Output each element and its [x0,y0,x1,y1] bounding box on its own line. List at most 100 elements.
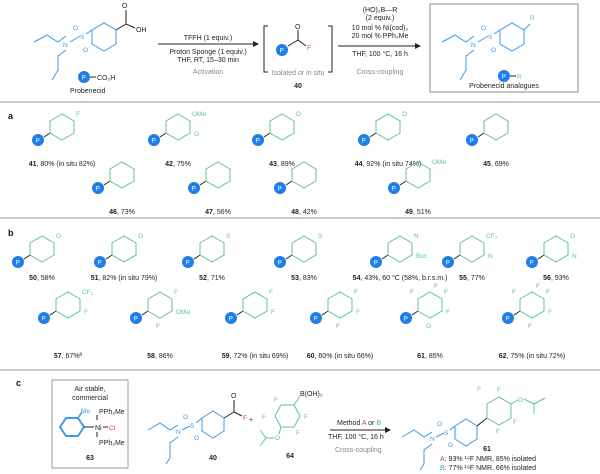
o-atom: O [122,3,128,10]
method-label: Method A or B [337,420,381,427]
o-atom: O [518,397,523,404]
compound-number-40-c: 40 [209,455,217,462]
aryl-ring [459,235,485,263]
compound-47: P47, 56% [188,161,231,216]
aryl-ring [111,235,137,263]
compound-number-63: 63 [86,455,94,462]
aryl-ring [29,235,55,263]
ligand-line: 20 mol % PPh₂Me [352,33,409,40]
p-badge-label: P [314,316,318,323]
r-group: R [517,74,522,81]
f-atom: F [513,419,517,426]
substituent-label: O [426,323,431,330]
substituent-label: O [138,233,143,240]
p-badge [370,256,382,268]
p-badge-label: P [229,316,233,323]
f-atom: F [496,428,500,435]
aryl-ring [387,235,413,263]
compound-caption: 62, 75% (in situ 72%) [499,353,566,360]
aryl-ring [291,161,317,189]
p-badge [12,256,24,268]
aryl-ring [147,291,173,319]
p-badge-label: P [134,316,138,323]
p-badge-label: P [152,138,156,145]
substituent-label: F [512,289,516,296]
compound-caption: 48, 42% [291,209,317,216]
aryl-ring [291,235,317,263]
substituent-label: OMe [432,159,446,166]
ligand-top: PPh₂Me [99,409,125,416]
reagent-proton-sponge: Proton Sponge (1 equiv.) [169,49,246,56]
conditions-2: THF, 100 °C, 16 h [352,50,408,58]
p-badge-label: P [404,316,408,323]
p-badge [388,182,400,194]
compound-caption: 47, 56% [205,209,231,216]
compound-caption: 57, 67%ª [54,353,83,360]
p-badge-label: P [392,186,396,193]
compound-caption: 52, 71% [199,275,225,282]
aryl-ring [269,113,295,141]
o-atom: O [448,442,453,449]
aryl-ring [519,291,545,319]
catalyst-note-1: Air stable, [74,386,105,393]
compound-caption: 45, 69% [483,161,509,168]
analogues-caption: Probenecid analogues [469,83,539,90]
p-badge-label: P [502,74,506,81]
substituent-label: O [296,111,301,118]
s-atom: S [444,430,449,437]
compound-48: P48, 42% [274,161,317,216]
ni-atom: Ni [95,425,102,432]
substituent-label: Boc [416,253,428,260]
result-method-b: B: 77% ¹⁹F NMR, 66% isolated [440,465,536,472]
cl-atom: Cl [109,425,116,432]
p-badge-label: P [82,75,86,82]
p-badge-label: P [362,138,366,145]
substituent-label: F [269,289,273,296]
p-badge-label: P [256,138,260,145]
intermediate-caption: Isolated or in situ [272,70,325,77]
substituent-label: O [56,233,61,240]
reagent-equiv: (2 equiv.) [366,15,395,22]
s-atom: S [190,423,195,430]
o-atom: O [491,47,496,54]
substituent-label: F [271,309,275,316]
oh-group: OH [136,27,147,34]
compound-caption: 42, 75% [165,161,191,168]
aryl-ring [242,291,268,319]
substituent-label: F [410,289,414,296]
p-badge [130,312,142,324]
activation-caption: Activation [193,69,223,76]
f-atom: F [274,397,278,404]
compound-caption: 51, 82% (in situ 79%) [91,275,158,282]
p-badge [78,71,90,83]
catalyst-line: 10 mol % Ni(cod)₂ [352,25,409,32]
substituent-label: F [528,323,532,330]
p-badge-label: P [278,260,282,267]
p-badge [466,134,478,146]
o-atom: O [183,414,188,421]
p-badge-label: P [42,316,46,323]
compound-caption: 59, 72% (in situ 69%) [222,353,289,360]
o-atom: O [437,421,442,428]
aryl-ring [417,291,443,319]
p-badge [358,134,370,146]
o-atom: O [83,47,88,54]
f-atom: F [477,386,481,393]
p-badge [274,182,286,194]
p-badge-label: P [506,316,510,323]
p-badge [32,134,44,146]
aryl-ring [327,291,353,319]
substituent-label: F [446,309,450,316]
catalyst-structure-63: Me Ni PPh₂Me PPh₂Me Cl [58,408,125,447]
p-badge [225,312,237,324]
probenecid-structure: N S O O O OH [33,3,147,81]
aryl-ring [205,161,231,189]
reagent-boronic-acid: (HO)₂B—R [363,7,398,14]
o-atom: O [231,393,237,400]
compound-caption: 56, 93% [543,275,569,282]
p-badge-label: P [96,186,100,193]
substituent-label: F [84,309,88,316]
